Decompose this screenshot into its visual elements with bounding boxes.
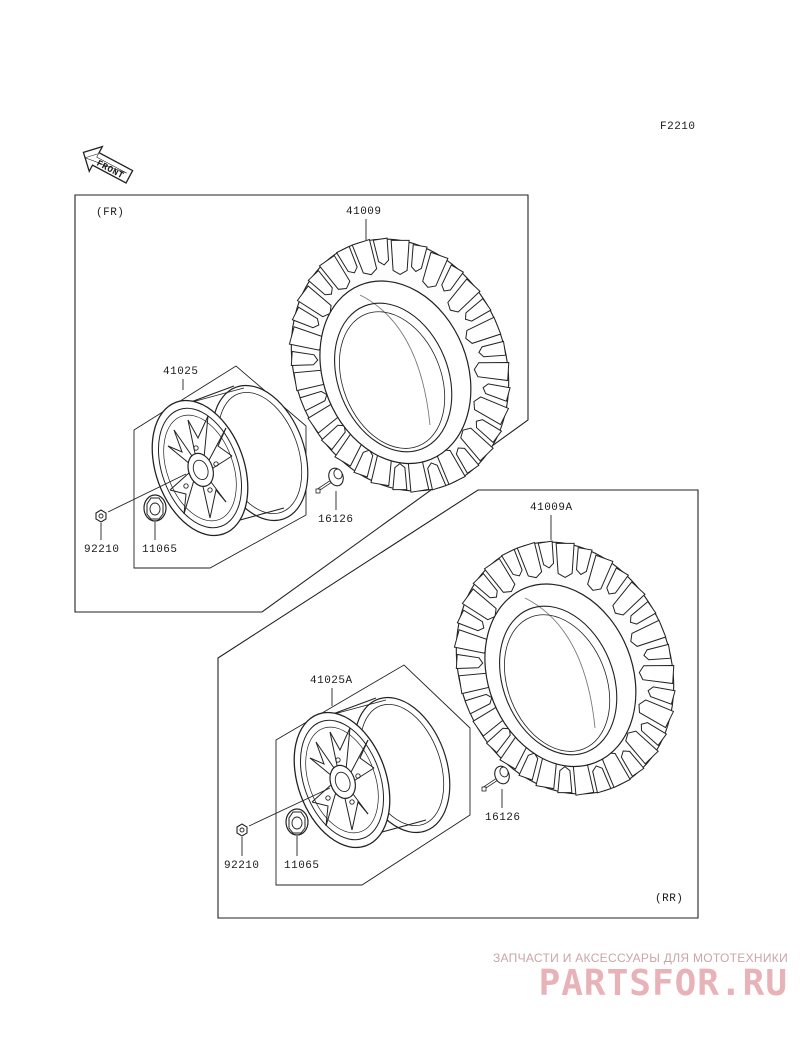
- rear-lug-nut-part-number: 92210: [224, 860, 260, 872]
- rear-hub-cap-nut: [285, 808, 309, 836]
- figure-code: F2210: [660, 121, 696, 133]
- rear-valve-part-number: 16126: [485, 812, 521, 824]
- rear-wheel-frame: [275, 664, 471, 886]
- rear-tire: [418, 508, 712, 828]
- front-lug-nut-part-number: 92210: [84, 544, 120, 556]
- front-frame: [74, 194, 529, 613]
- front-wheel: [134, 371, 326, 550]
- front-cap-part-number: 11065: [142, 544, 178, 556]
- rear-frame: [217, 489, 699, 919]
- front-wheel-frame: [133, 365, 307, 569]
- front-wheel-part-number: 41025: [163, 366, 199, 378]
- front-assembly: (FR) 41009 41025 16126 92210 11065: [74, 194, 547, 613]
- watermark-tagline: ЗАПЧАСТИ И АКСЕССУАРЫ ДЛЯ МОТОТЕХНИКИ: [492, 951, 788, 965]
- rear-lug-nut: [236, 823, 248, 837]
- rear-cap-part-number: 11065: [284, 860, 320, 872]
- rear-valve-stem: [480, 762, 514, 793]
- front-valve-part-number: 16126: [318, 514, 354, 526]
- rear-section-label: (RR): [655, 893, 683, 905]
- rear-wheel-part-number: 41025A: [310, 675, 353, 687]
- rear-assembly: (RR) 41009A 41025A 16126 92210 11065: [217, 489, 712, 919]
- front-direction-arrow: FRONT: [82, 145, 134, 184]
- front-section-label: (FR): [96, 207, 124, 219]
- rear-wheel: [276, 683, 468, 862]
- rear-tire-part-number: 41009A: [530, 502, 573, 514]
- front-hub-cap-nut: [143, 494, 167, 522]
- front-valve-stem: [314, 464, 348, 495]
- front-lug-nut: [95, 509, 107, 523]
- watermark-logo: PARTSFOR.RU: [538, 963, 788, 1004]
- front-tire-part-number: 41009: [346, 206, 382, 218]
